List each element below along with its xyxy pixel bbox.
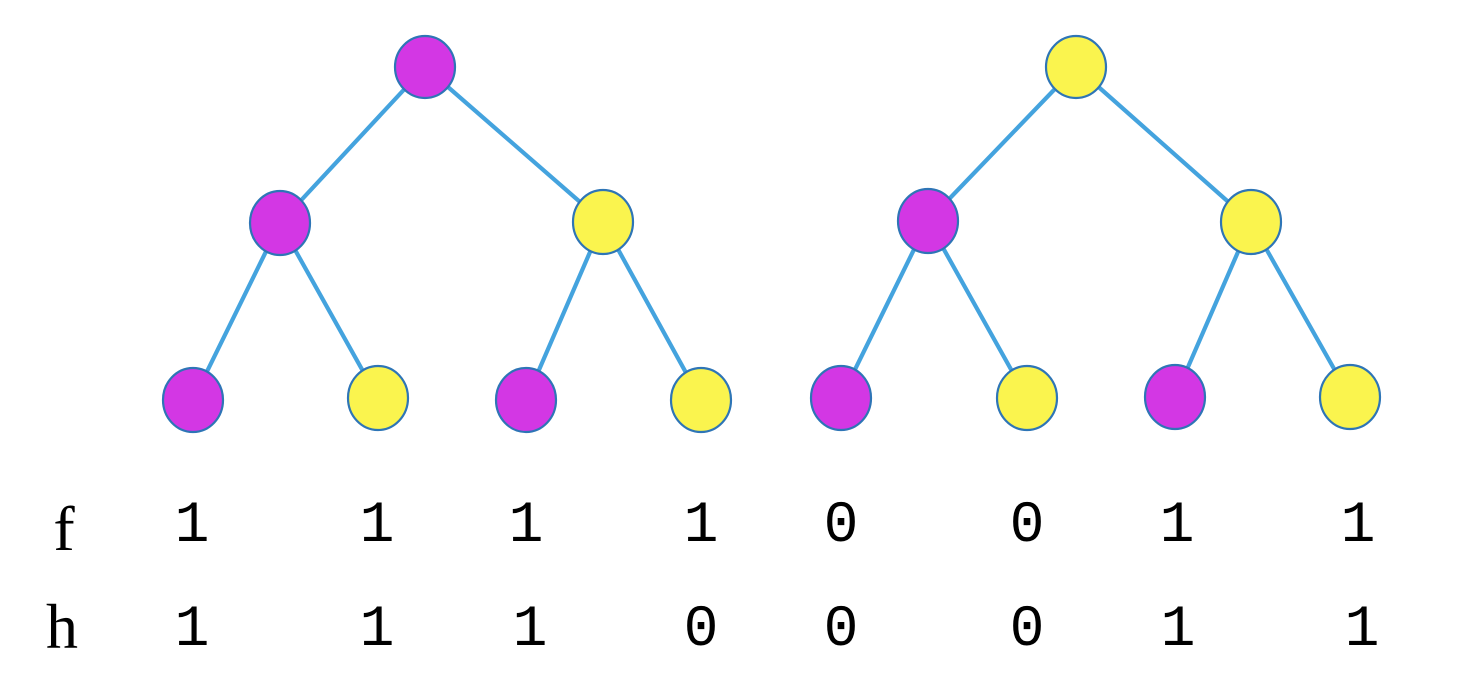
right-node-rl: [1143, 363, 1207, 431]
left-edge-r-rr: [600, 219, 704, 403]
h-digit-4: 0: [683, 598, 719, 663]
right-node-rr: [1318, 363, 1382, 431]
f-digit-2: 1: [359, 494, 395, 559]
left-node-r: [571, 188, 635, 256]
f-digit-8: 1: [1340, 494, 1376, 559]
left-edge-l-ll: [190, 220, 283, 403]
f-digit-6: 0: [1009, 494, 1045, 559]
right-edge-l-ll: [838, 218, 931, 401]
f-digit-1: 1: [174, 494, 210, 559]
left-node-lr: [346, 364, 410, 432]
right-edge-root-r: [1073, 64, 1254, 225]
row-label-h: h: [46, 591, 78, 662]
left-tree: [161, 34, 733, 434]
left-node-root: [393, 34, 457, 100]
left-node-ll: [161, 366, 225, 434]
row-label-f: f: [53, 493, 75, 564]
right-node-l: [896, 187, 960, 255]
left-edge-l-lr: [277, 220, 381, 401]
h-digit-3: 1: [512, 598, 548, 663]
left-edge-root-l: [277, 64, 428, 226]
f-digit-5: 0: [823, 494, 859, 559]
left-node-rl: [494, 366, 558, 434]
left-node-l: [248, 189, 312, 257]
left-node-rr: [669, 366, 733, 434]
f-digit-4: 1: [683, 494, 719, 559]
right-tree: [809, 34, 1382, 432]
right-edge-r-rr: [1248, 219, 1353, 400]
h-digit-1: 1: [174, 598, 210, 663]
h-digit-6: 0: [1009, 598, 1045, 663]
h-digit-5: 0: [823, 598, 859, 663]
f-digit-7: 1: [1159, 494, 1195, 559]
h-digit-2: 1: [359, 598, 395, 663]
right-edge-l-lr: [925, 218, 1030, 401]
h-digit-8: 1: [1344, 598, 1380, 663]
left-edge-root-r: [422, 64, 606, 225]
right-node-root: [1044, 34, 1108, 100]
right-node-r: [1219, 188, 1283, 256]
right-node-ll: [809, 364, 873, 432]
h-digit-7: 1: [1160, 598, 1196, 663]
right-node-lr: [995, 364, 1059, 432]
right-edge-root-l: [925, 64, 1079, 224]
f-digit-3: 1: [508, 494, 544, 559]
